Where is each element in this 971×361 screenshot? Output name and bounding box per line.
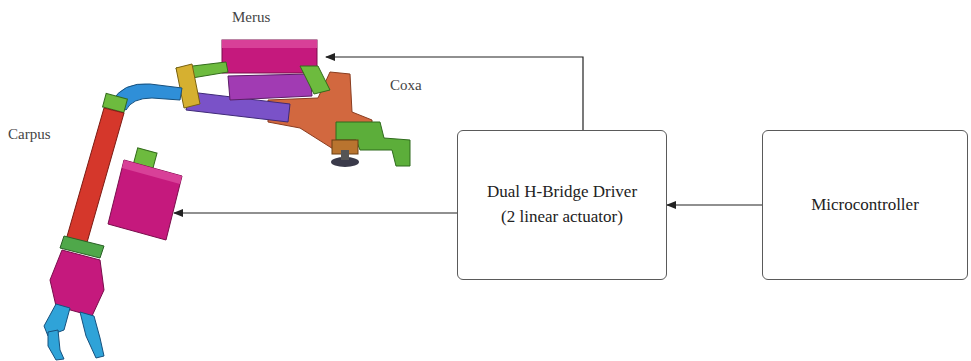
gripper-finger <box>48 330 64 360</box>
merus-actuator-cap <box>222 40 317 48</box>
merus-body <box>228 74 312 100</box>
carpus-actuator <box>108 160 182 240</box>
box-text: Dual H-Bridge Driver (2 linear actuator) <box>480 180 645 229</box>
carpus-actuator-cap <box>122 160 182 184</box>
part-label: Merus <box>232 9 270 26</box>
driver-box: Dual H-Bridge Driver (2 linear actuator) <box>457 130 667 280</box>
part-label: Coxa <box>390 77 422 94</box>
signal-wire <box>174 212 457 213</box>
part-label: Carpus <box>8 126 51 143</box>
merus-link <box>300 66 330 94</box>
signal-wire <box>326 57 583 130</box>
knee-bracket <box>176 64 200 108</box>
coxa-stem <box>341 150 349 160</box>
box-text: Microcontroller <box>811 193 919 218</box>
signal-arrow <box>667 204 762 205</box>
controller-box: Microcontroller <box>762 130 968 280</box>
gripper-finger <box>80 312 104 358</box>
